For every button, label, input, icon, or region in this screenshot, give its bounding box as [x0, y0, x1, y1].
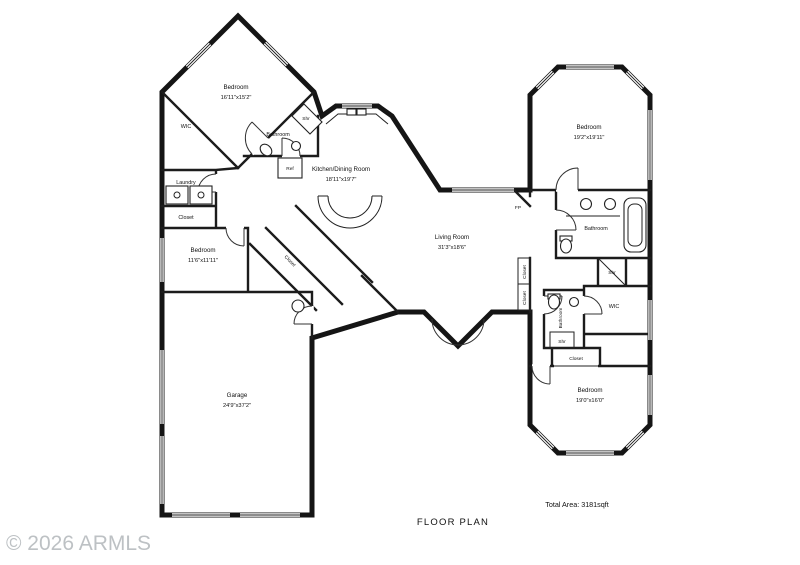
water-heater — [291, 299, 305, 313]
dryer-door — [197, 191, 205, 199]
shower-pan-se — [549, 331, 575, 349]
door-opening-gaps — [214, 136, 598, 368]
watermark-text: © 2026 ARMLS — [6, 532, 151, 555]
page-title: FLOOR PLAN — [417, 517, 489, 528]
refrigerator — [277, 157, 303, 179]
shower-stall-nw — [291, 103, 323, 135]
room-dims-bedroom-nw: 16'11"x15'2" — [221, 95, 252, 101]
vanity-sink — [603, 197, 617, 211]
kitchen-island-counter — [317, 195, 383, 229]
washer — [165, 185, 189, 205]
room-label-bedroom-se: Bedroom — [577, 387, 602, 394]
sink-nw — [290, 140, 302, 152]
room-label-bathroom-e: Bathroom — [584, 226, 608, 232]
bathtub — [623, 197, 647, 253]
room-label-shr-se: Shr — [558, 339, 566, 345]
room-label-shr-e: Shr — [608, 270, 616, 276]
room-label-bedroom-ne: Bedroom — [576, 124, 601, 131]
room-label-bathroom-se: Bathroom — [558, 308, 564, 329]
kitchen-sink-bowl — [356, 108, 367, 116]
washer-door — [173, 191, 181, 199]
room-label-bedroom-nw: Bedroom — [223, 84, 248, 91]
fixture-label-ref: Ref — [286, 166, 294, 172]
total-area-text: Total Area: 3181sqft — [545, 500, 609, 509]
bathtub-basin — [627, 203, 643, 247]
toilet-e — [559, 238, 573, 254]
titles: Total Area: 3181sqft FLOOR PLAN © 2026 A… — [6, 500, 609, 555]
room-label-bathroom-nw: Bathroom — [266, 132, 290, 138]
room-label-bedroom-w: Bedroom — [190, 247, 215, 254]
room-dims-bedroom-ne: 19'2"x19'11" — [574, 135, 605, 141]
room-dims-garage: 24'9"x37'2" — [223, 403, 251, 409]
toilet-se — [547, 294, 561, 310]
fixture-label-fireplace: FP — [515, 205, 521, 211]
toilet-nw — [259, 143, 273, 157]
room-label-closet-laundry: Closet — [178, 215, 194, 221]
room-label-closet-entry-2: Closet — [522, 291, 528, 305]
fixtures — [165, 103, 647, 349]
room-label-wic-e: WIC — [609, 304, 620, 310]
sink-se — [568, 296, 580, 308]
shower-glass-e — [597, 257, 627, 287]
room-dims-bedroom-w: 11'6"x11'11" — [188, 258, 218, 264]
room-dims-living: 31'3"x18'6" — [438, 245, 466, 251]
windows — [160, 41, 652, 517]
door-openings — [214, 136, 598, 368]
room-label-garage: Garage — [227, 392, 248, 399]
window-frames — [161, 42, 651, 516]
room-label-laundry: Laundry — [176, 180, 196, 186]
room-label-closet-entry-1: Closet — [522, 265, 528, 279]
room-label-shr-nw: Shr — [302, 116, 310, 122]
vanity-sink — [579, 197, 593, 211]
window-glass — [160, 41, 652, 517]
room-dims-kitchen: 18'11"x19'7" — [326, 177, 357, 183]
room-label-living: Living Room — [435, 234, 469, 241]
entry-closet-box — [517, 283, 531, 311]
room-dims-bedroom-se: 19'0"x16'0" — [576, 398, 604, 404]
room-label-closet-se: Closet — [569, 356, 583, 362]
room-label-kitchen: Kitchen/Dining Room — [312, 166, 370, 173]
room-label-wic-nw: WIC — [181, 124, 192, 130]
dryer — [189, 185, 213, 205]
kitchen-sink-bowl — [346, 108, 357, 116]
